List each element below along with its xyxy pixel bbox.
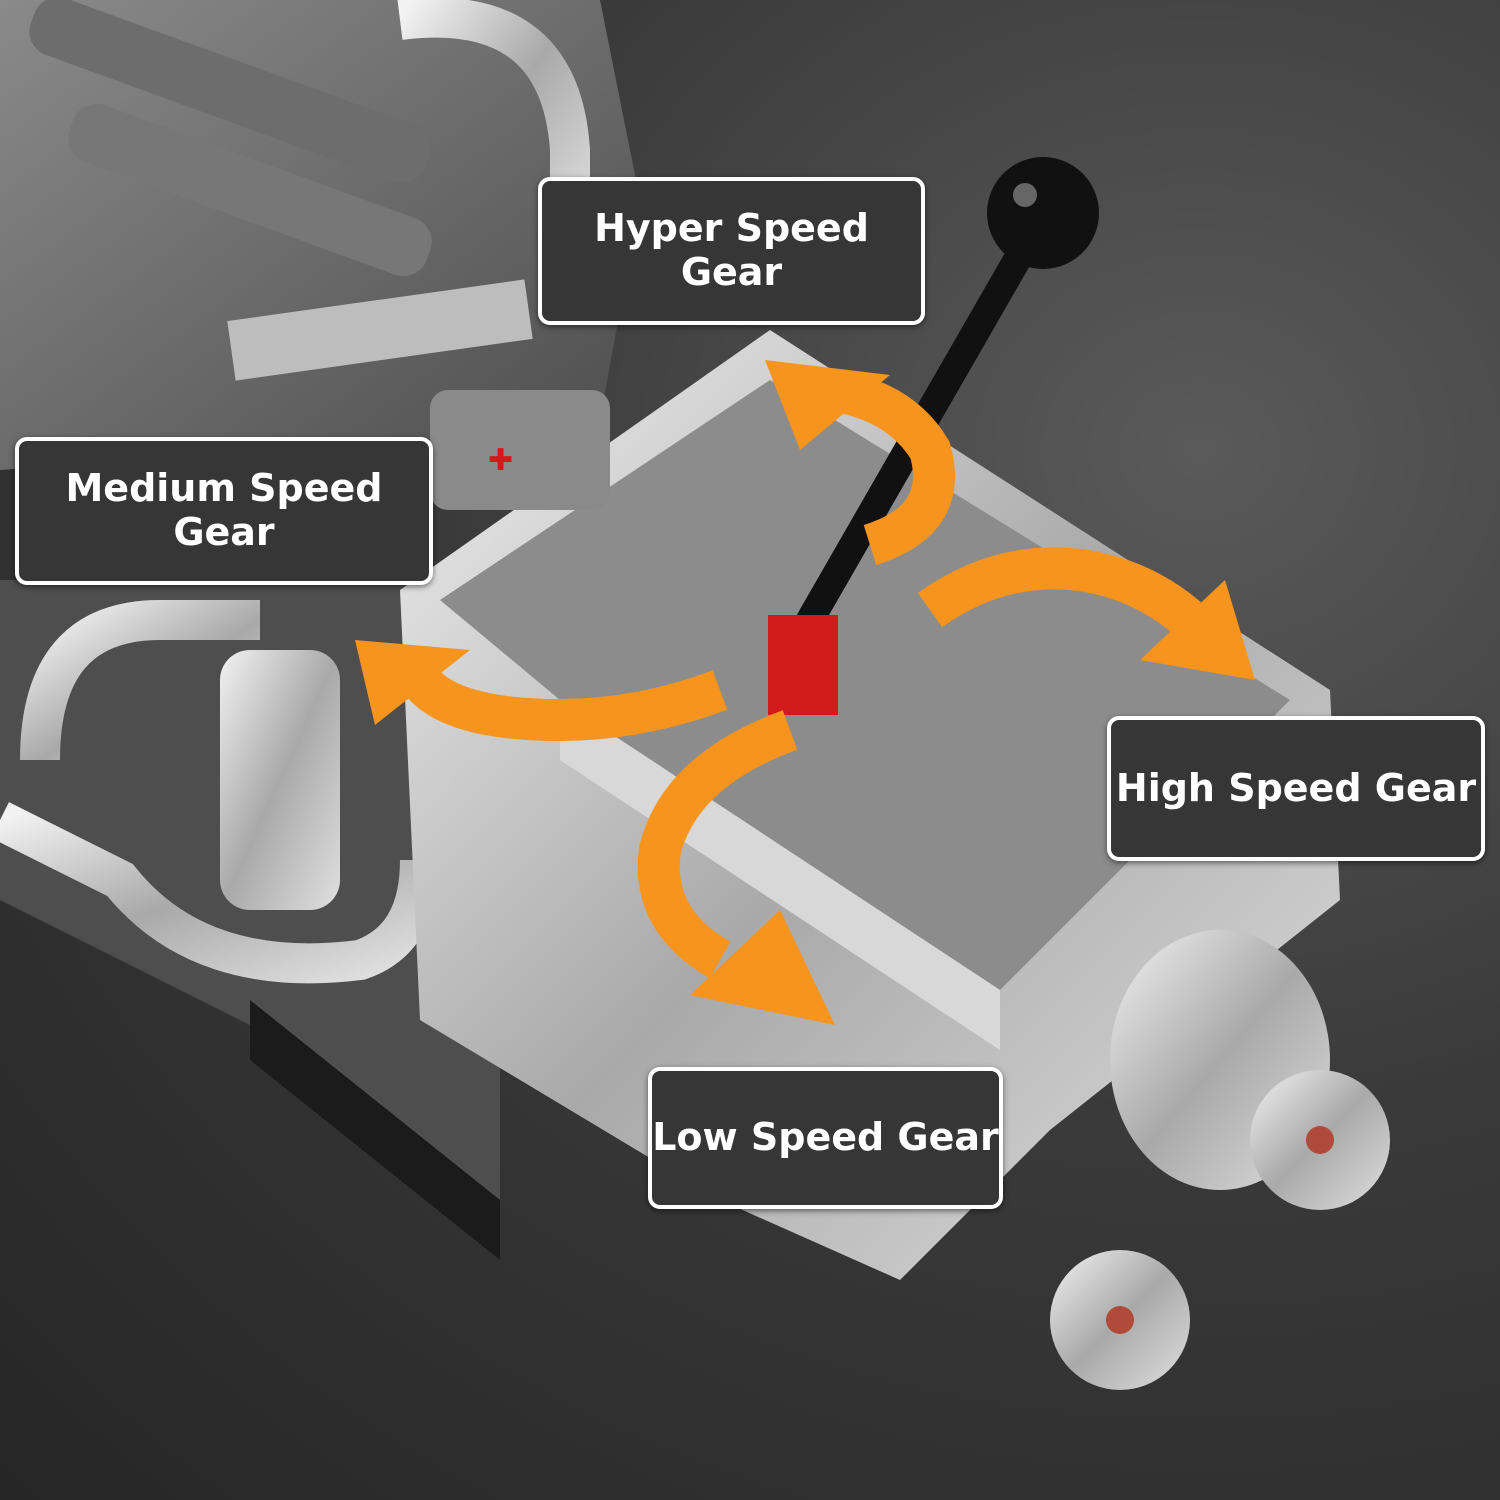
low-speed-gear-text: Low Speed Gear (652, 1115, 999, 1160)
hyper-speed-gear-text: Hyper Speed Gear (594, 206, 869, 294)
medium-speed-gear-line2: Gear (173, 510, 275, 554)
label-medium-speed-gear: Medium Speed Gear (15, 437, 433, 585)
svg-text:✚: ✚ (488, 443, 513, 478)
label-low-speed-gear: Low Speed Gear (648, 1067, 1003, 1209)
arrow-medium (403, 666, 728, 742)
engine-block (0, 0, 640, 470)
arrow-heads (355, 360, 1255, 1025)
exhaust-pipes (0, 580, 500, 1260)
medium-speed-gear-line1: Medium Speed (65, 466, 383, 511)
label-hyper-speed-gear: Hyper Speed Gear (538, 177, 925, 325)
shift-arrows (403, 369, 1215, 979)
arrow-low (637, 710, 798, 979)
arrow-hyper (826, 369, 955, 566)
arrow-high (917, 547, 1215, 646)
label-high-speed-gear: High Speed Gear (1107, 716, 1485, 861)
high-speed-gear-text: High Speed Gear (1115, 765, 1477, 810)
